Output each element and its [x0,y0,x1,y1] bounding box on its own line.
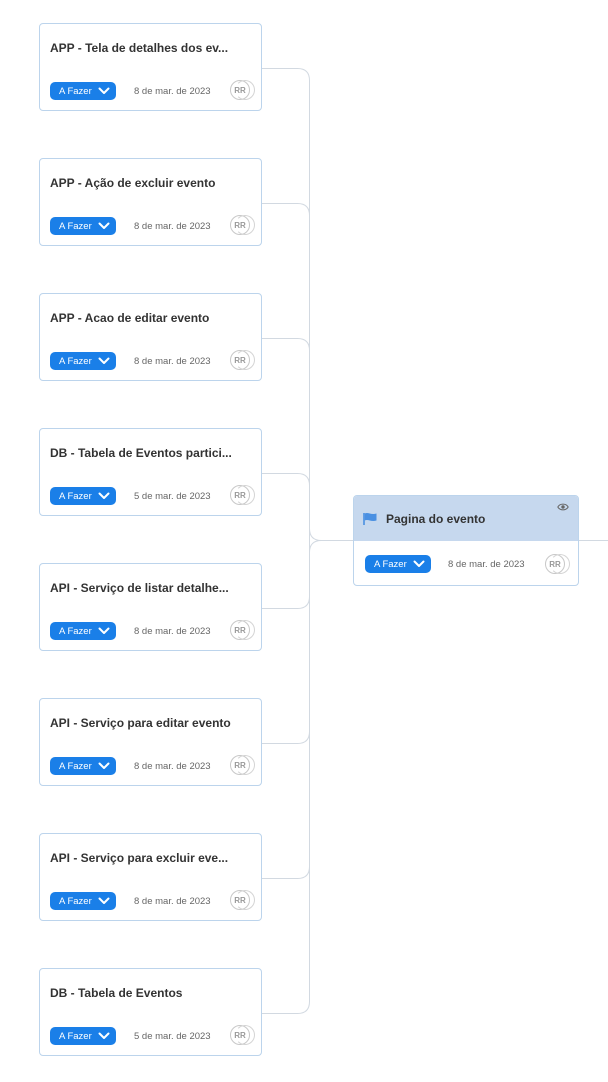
due-date: 8 de mar. de 2023 [448,559,525,570]
due-date: 8 de mar. de 2023 [134,761,211,772]
status-dropdown[interactable]: A Fazer [50,82,116,100]
chevron-down-icon [98,897,110,904]
status-label: A Fazer [59,490,92,502]
chevron-down-icon [98,627,110,634]
due-date: 8 de mar. de 2023 [134,86,211,97]
due-date: 8 de mar. de 2023 [134,221,211,232]
chevron-down-icon [98,87,110,94]
status-label: A Fazer [59,220,92,232]
status-dropdown[interactable]: A Fazer [50,217,116,235]
chevron-down-icon [98,357,110,364]
task-title[interactable]: API - Serviço de listar detalhe... [50,581,229,595]
task-card[interactable]: API - Serviço para excluir eve... A Faze… [39,833,262,921]
assignee-avatar[interactable]: RR [230,754,255,775]
due-date: 8 de mar. de 2023 [134,626,211,637]
status-dropdown[interactable]: A Fazer [50,622,116,640]
assignee-avatar[interactable]: RR [545,553,570,574]
assignee-avatar[interactable]: RR [230,214,255,235]
due-date: 8 de mar. de 2023 [134,356,211,367]
task-card[interactable]: DB - Tabela de Eventos partici... A Faze… [39,428,262,516]
assignee-avatar[interactable]: RR [230,1024,255,1045]
task-card[interactable]: APP - Acao de editar evento A Fazer 8 de… [39,293,262,381]
due-date: 5 de mar. de 2023 [134,1031,211,1042]
task-title[interactable]: DB - Tabela de Eventos [50,986,183,1000]
task-title[interactable]: APP - Acao de editar evento [50,311,210,325]
task-card[interactable]: DB - Tabela de Eventos A Fazer 5 de mar.… [39,968,262,1056]
chevron-down-icon [413,560,425,567]
assignee-avatar[interactable]: RR [230,349,255,370]
status-dropdown[interactable]: A Fazer [50,1027,116,1045]
parent-task-card[interactable]: Pagina do evento A Fazer 8 de mar. de 20… [353,495,579,586]
flag-icon [363,513,377,525]
task-card[interactable]: APP - Ação de excluir evento A Fazer 8 d… [39,158,262,246]
status-label: A Fazer [59,355,92,367]
task-card[interactable]: API - Serviço de listar detalhe... A Faz… [39,563,262,651]
status-label: A Fazer [59,85,92,97]
status-dropdown[interactable]: A Fazer [365,555,431,573]
status-dropdown[interactable]: A Fazer [50,757,116,775]
task-title[interactable]: API - Serviço para editar evento [50,716,231,730]
task-title[interactable]: APP - Ação de excluir evento [50,176,216,190]
task-title[interactable]: API - Serviço para excluir eve... [50,851,229,865]
due-date: 8 de mar. de 2023 [134,896,211,907]
status-label: A Fazer [374,558,407,570]
chevron-down-icon [98,222,110,229]
task-card[interactable]: API - Serviço para editar evento A Fazer… [39,698,262,786]
status-label: A Fazer [59,895,92,907]
status-label: A Fazer [59,1030,92,1042]
due-date: 5 de mar. de 2023 [134,491,211,502]
chevron-down-icon [98,762,110,769]
parent-card-header: Pagina do evento [354,496,578,541]
status-label: A Fazer [59,760,92,772]
assignee-avatar[interactable]: RR [230,484,255,505]
status-label: A Fazer [59,625,92,637]
assignee-avatar[interactable]: RR [230,889,255,910]
chevron-down-icon [98,492,110,499]
status-dropdown[interactable]: A Fazer [50,352,116,370]
chevron-down-icon [98,1032,110,1039]
eye-icon[interactable] [557,502,569,512]
task-title[interactable]: APP - Tela de detalhes dos ev... [50,41,229,55]
status-dropdown[interactable]: A Fazer [50,892,116,910]
parent-task-title[interactable]: Pagina do evento [386,512,486,526]
assignee-avatar[interactable]: RR [230,619,255,640]
assignee-avatar[interactable]: RR [230,79,255,100]
task-title[interactable]: DB - Tabela de Eventos partici... [50,446,232,460]
task-card[interactable]: APP - Tela de detalhes dos ev... A Fazer… [39,23,262,111]
status-dropdown[interactable]: A Fazer [50,487,116,505]
